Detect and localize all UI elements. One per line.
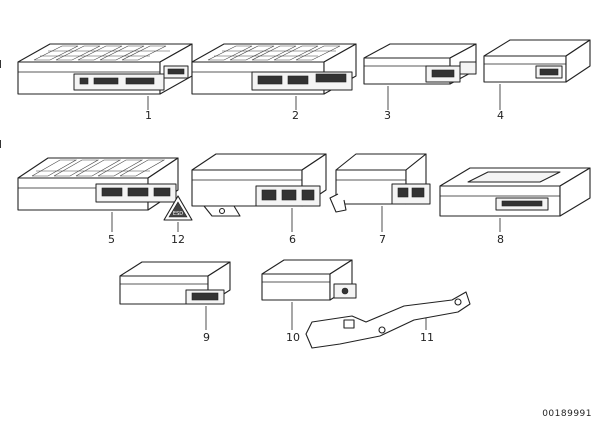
part-1-control-unit [17,43,193,110]
callout-4: 4 [497,109,504,122]
part-6-control-unit [191,153,327,232]
part-11-mounting-bracket [305,291,471,349]
callout-6: 6 [289,233,296,246]
part-2-control-unit [191,43,357,110]
part-4-control-unit [483,39,591,110]
edge-tick-top [0,60,1,68]
part-9-control-unit [119,261,231,330]
callout-2: 2 [292,109,299,122]
part-8-control-unit [439,167,591,232]
callout-8: 8 [497,233,504,246]
callout-10: 10 [286,331,300,344]
callout-12: 12 [171,233,185,246]
callout-7: 7 [379,233,386,246]
part-10-control-unit [261,259,357,330]
callout-5: 5 [108,233,115,246]
edge-tick-bottom [0,140,1,148]
document-id: 00189991 [542,409,592,419]
callout-11: 11 [420,331,434,344]
part-7-control-unit [329,153,431,232]
part-5-control-unit [17,157,179,232]
part-3-control-unit [363,43,477,110]
esd-warning-text: ESD [173,211,183,217]
callout-3: 3 [384,109,391,122]
callout-1: 1 [145,109,152,122]
callout-9: 9 [203,331,210,344]
part-12-esd-warning-label: ESD [163,195,193,232]
